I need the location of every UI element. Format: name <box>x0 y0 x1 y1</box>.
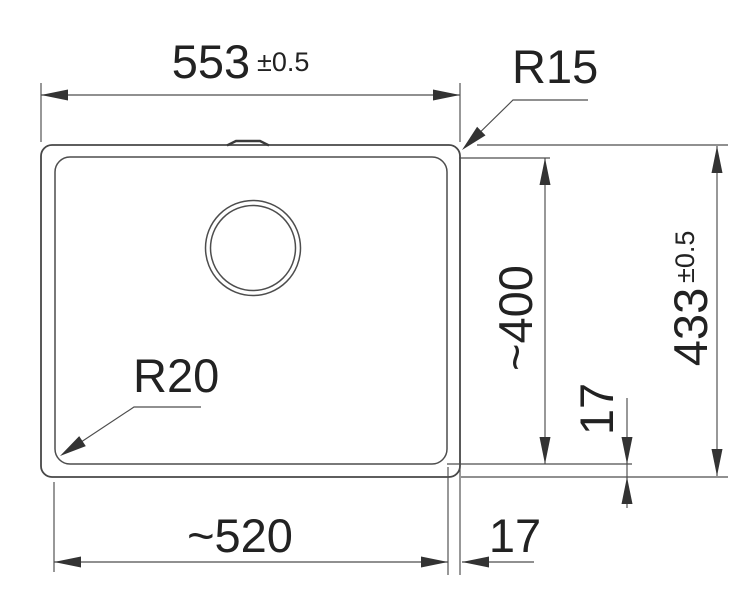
leader-arrowhead-icon <box>60 436 86 456</box>
leader-arrowhead-icon <box>462 126 486 150</box>
rim-offset-right-value: 17 <box>489 509 541 562</box>
arrowhead-up-icon <box>539 158 551 185</box>
outer-height-value: 433 <box>664 288 717 366</box>
drain-hole-inner-circle <box>209 204 297 292</box>
arrowhead-left-icon <box>54 556 81 568</box>
outer-width-tolerance: ±0.5 <box>257 47 309 77</box>
radius-outer-label: R15 <box>512 40 598 93</box>
arrowhead-left-icon <box>462 556 489 568</box>
dimension-outer-width: 553 ±0.5 <box>40 35 461 142</box>
leader-line <box>463 99 588 149</box>
dimension-outer-height: 433 ±0.5 <box>461 144 728 478</box>
arrowhead-up-icon <box>621 477 633 504</box>
drain-hole-outer-circle <box>204 199 302 297</box>
sink-outer-outline <box>40 144 461 478</box>
overflow-notch <box>226 139 270 147</box>
dimension-bowl-width: ~520 <box>53 467 461 575</box>
bowl-height-value: ~400 <box>489 265 542 371</box>
dimension-rim-offset-right-vertical: 17 <box>570 383 633 508</box>
arrowhead-down-icon <box>711 449 723 476</box>
arrowhead-up-icon <box>711 146 723 173</box>
arrowhead-down-icon <box>539 437 551 464</box>
leader-line <box>62 406 201 455</box>
callout-radius-outer: R15 <box>462 40 598 150</box>
arrowhead-right-icon <box>421 556 448 568</box>
sink-bowl-outline <box>54 156 448 465</box>
dimension-bowl-height: ~400 <box>447 157 632 465</box>
bowl-width-value: ~520 <box>187 509 293 562</box>
outer-height-tolerance: ±0.5 <box>670 231 700 283</box>
arrowhead-right-icon <box>433 89 460 101</box>
rim-offset-bottom-value: 17 <box>570 383 623 435</box>
dimension-rim-offset-right-horizontal: 17 <box>462 509 541 568</box>
radius-bowl-label: R20 <box>133 349 219 402</box>
arrowhead-down-icon <box>621 437 633 464</box>
arrowhead-left-icon <box>41 89 68 101</box>
outer-width-value: 553 <box>172 35 250 88</box>
callout-radius-bowl: R20 <box>60 349 219 456</box>
sink-body <box>40 139 461 478</box>
